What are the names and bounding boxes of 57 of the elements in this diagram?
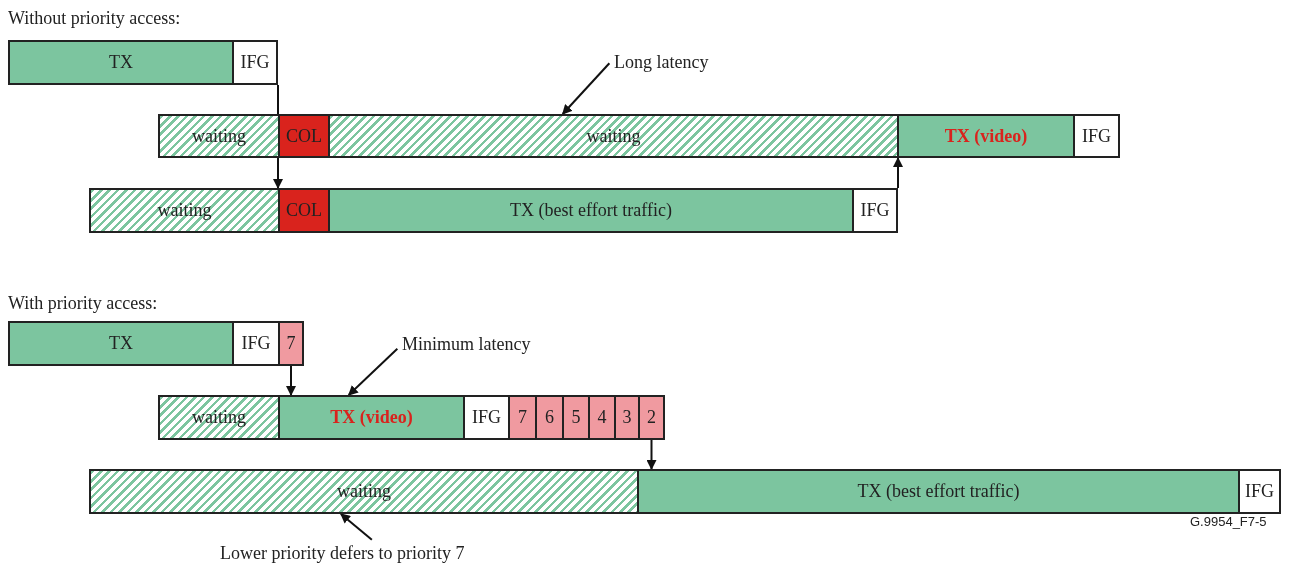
segment-label: 7 [518,407,527,428]
segment-label: 2 [647,407,656,428]
segment-label: COL [286,125,322,147]
segment-label: IFG [860,200,890,221]
segment-bar [278,114,330,158]
segment-label: TX (best effort traffic) [857,481,1020,502]
segment-label: 4 [597,407,607,428]
hatched-bar [89,188,280,233]
segment-label: 3 [622,407,632,428]
segment-label: IFG [1245,481,1274,502]
segment-label: TX [109,52,133,73]
segment-label: TX (video) [330,407,413,428]
arrow [893,157,903,189]
segment-bar [328,188,854,233]
hatched-bar [328,114,899,158]
arrow [646,439,657,470]
segment-label: COL [286,200,322,221]
figure-id: G.9954_F7-5 [1190,514,1267,529]
segment-bar [232,40,278,85]
section-heading: Without priority access: [8,8,181,29]
segment-bar [508,395,537,440]
segment-bar [562,395,590,440]
segment-bar [897,114,1075,158]
arrow [286,365,296,396]
leader-line [561,62,611,115]
segment-label: 6 [545,407,554,428]
segment-bar [535,395,564,440]
segment-bar [8,40,234,85]
segment-label: IFG [240,52,270,73]
segment-bar [8,321,234,366]
segment-label: IFG [472,407,501,428]
segment-label: IFG [1082,125,1111,147]
segment-label: TX (video) [944,125,1028,147]
segment-bar [1238,469,1281,514]
segment-bar [278,321,304,366]
segment-bar [278,188,330,233]
segment-bar [278,395,465,440]
section-heading: With priority access: [8,293,158,314]
segment-bar [232,321,280,366]
segment-bar [463,395,510,440]
segment-label: 5 [571,407,581,428]
segment-label: 7 [286,333,296,354]
hatched-bar [89,469,639,514]
segment-label: TX [109,333,133,354]
leader-line [347,347,399,396]
callout-text: Minimum latency [402,332,557,356]
segment-bar [852,188,898,233]
leader-line [339,513,373,541]
segment-bar [588,395,616,440]
callout-text: Long latency [614,50,730,74]
segment-bar [1073,114,1120,158]
segment-label: IFG [241,333,271,354]
segment-bar [637,469,1240,514]
segment-bar [614,395,640,440]
segment-label: TX (best effort traffic) [510,200,672,221]
callout-text: Lower priority defers to priority 7 [220,541,512,565]
segment-bar [638,395,665,440]
